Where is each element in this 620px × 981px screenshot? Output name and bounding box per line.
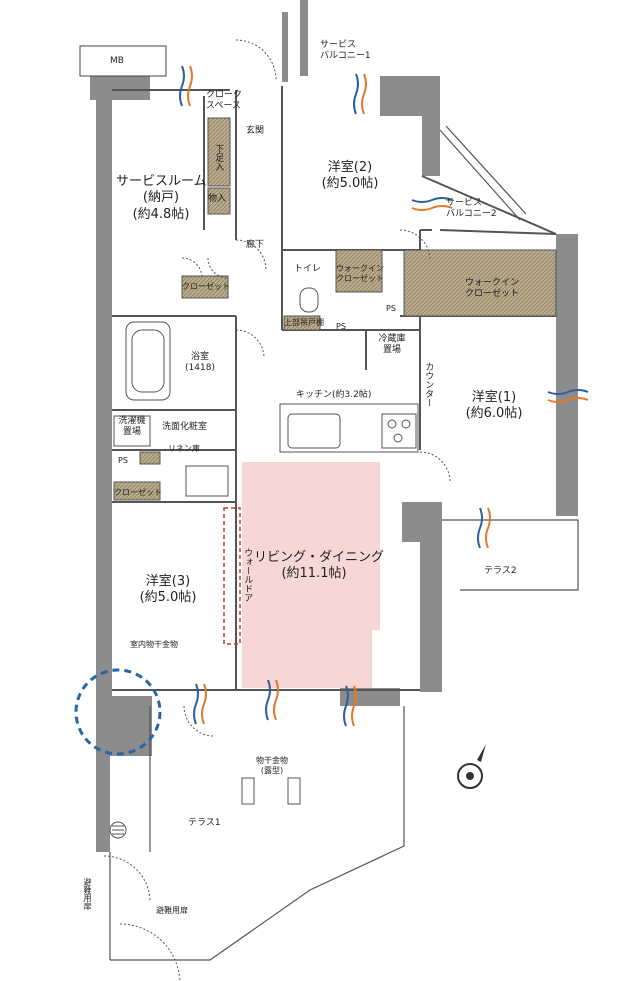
label-bathroom-name: 浴室 <box>190 352 209 362</box>
drain-icon <box>109 821 127 839</box>
mb-box <box>79 45 167 77</box>
label-corridor: 廊下 <box>246 240 265 250</box>
label-western-room-1: 洋室(1) (約6.0帖) <box>462 390 526 423</box>
label-terrace-1: テラス1 <box>188 818 221 828</box>
label-service-balcony-1: サービス バルコニー1 <box>320 40 371 63</box>
label-drying-rack-line1: 物干金物 <box>256 756 288 765</box>
label-cloak-line1: クローク <box>206 90 243 100</box>
label-fridge-space: 冷蔵庫 置場 <box>370 334 414 357</box>
label-western-room-3: 洋室(3) (約5.0帖) <box>132 574 204 607</box>
label-service-balcony-2: サービス バルコニー2 <box>446 198 497 221</box>
label-walkin-small-line2: クローゼット <box>336 274 384 283</box>
terraces <box>109 125 579 961</box>
label-ps-1: PS <box>336 322 346 331</box>
label-drying-rack-line2: (露型) <box>260 766 284 775</box>
highlight-circle <box>74 668 162 756</box>
label-upper-cabinet: 上部吊戸棚 <box>284 318 324 327</box>
label-service-room: サービスルーム (納戸) (約4.8帖) <box>116 174 207 223</box>
doors <box>103 39 451 981</box>
linen-cabinet <box>139 451 161 465</box>
label-storage: 物入 <box>208 194 227 204</box>
exterior-walls <box>90 0 578 852</box>
label-wall-door: ウォールドア <box>242 548 253 602</box>
label-service-room-sub: (納戸) <box>142 190 180 206</box>
label-western-room-3-name: 洋室(3) <box>145 574 191 589</box>
airflow-icon <box>179 65 589 727</box>
label-bathroom: 浴室 (1418) <box>180 352 220 375</box>
label-ps-3: PS <box>118 456 128 465</box>
living-dining-area <box>242 462 380 688</box>
compass-icon <box>457 744 486 789</box>
wall-door <box>223 507 241 645</box>
label-ps-2: PS <box>386 304 396 313</box>
label-service-balcony-1-line1: サービス <box>320 40 357 50</box>
label-kitchen: キッチン(約3.2帖) <box>296 390 372 400</box>
label-toilet: トイレ <box>294 264 322 274</box>
label-walkin-closet-small: ウォークイン クローゼット <box>336 264 384 284</box>
label-living-dining: リビング・ダイニング (約11.1帖) <box>254 550 385 583</box>
label-washroom: 洗面化粧室 <box>162 422 208 432</box>
storage-box <box>207 187 231 215</box>
closet-service-room <box>181 275 229 299</box>
label-closet-room3: クローゼット <box>114 488 162 497</box>
label-counter: カウンター <box>423 362 434 407</box>
label-walkin-large-line2: クローゼット <box>464 289 519 300</box>
label-western-room-1-size: (約6.0帖) <box>465 406 523 422</box>
label-living-dining-size: (約11.1帖) <box>281 566 347 582</box>
shoe-box <box>207 117 231 187</box>
label-service-balcony-2-line1: サービス <box>446 198 483 208</box>
label-bathroom-size: (1418) <box>185 363 215 374</box>
label-drying-rack: 物干金物 (露型) <box>250 756 294 776</box>
label-walkin-small-line1: ウォークイン <box>336 264 384 273</box>
label-cloak-space: クローク スペース <box>206 90 242 113</box>
walkin-closet-large <box>403 249 557 317</box>
label-fridge-line2: 置場 <box>382 345 401 356</box>
interior-walls <box>112 86 557 691</box>
walkin-closet-small <box>335 249 383 293</box>
label-western-room-2-size: (約5.0帖) <box>321 176 379 192</box>
fixtures <box>113 287 419 497</box>
label-washer-line2: 置場 <box>122 427 141 438</box>
label-mb: MB <box>110 56 124 66</box>
label-walkin-closet-large: ウォークイン クローゼット <box>456 278 528 301</box>
label-living-dining-name: リビング・ダイニング <box>254 550 385 565</box>
label-western-room-3-size: (約5.0帖) <box>139 590 197 606</box>
label-evacuation-door-vertical: 避難用扉 <box>83 878 92 910</box>
label-service-room-size: (約4.8帖) <box>132 206 190 222</box>
label-indoor-drying: 室内物干金物 <box>130 640 178 649</box>
label-service-room-name: サービスルーム <box>116 174 207 189</box>
label-western-room-2: 洋室(2) (約5.0帖) <box>318 160 382 193</box>
label-washer-space: 洗濯機 置場 <box>114 416 150 439</box>
label-western-room-2-name: 洋室(2) <box>327 160 373 175</box>
label-walkin-large-line1: ウォークイン <box>464 278 519 288</box>
label-washer-line1: 洗濯機 <box>118 416 146 426</box>
label-terrace-2: テラス2 <box>484 566 517 576</box>
label-cloak-line2: スペース <box>206 101 241 112</box>
drying-rack <box>241 777 301 805</box>
label-shoe-box: 下足入 <box>213 144 224 171</box>
label-fridge-line1: 冷蔵庫 <box>378 334 406 344</box>
label-service-balcony-2-line2: バルコニー2 <box>446 209 497 220</box>
toilet-icon <box>299 287 319 313</box>
sink-icon <box>287 413 341 449</box>
label-western-room-1-name: 洋室(1) <box>471 390 517 405</box>
label-service-balcony-1-line2: バルコニー1 <box>320 51 371 62</box>
stove-icon <box>381 413 417 449</box>
label-closet-service-room: クローゼット <box>182 282 230 291</box>
label-entrance: 玄関 <box>246 126 265 136</box>
closet-room3 <box>113 481 161 501</box>
upper-cabinet <box>283 315 321 331</box>
label-evacuation-door: 避難用扉 <box>156 906 188 915</box>
label-linen-storage: リネン庫 <box>168 444 200 453</box>
closets <box>113 117 557 501</box>
